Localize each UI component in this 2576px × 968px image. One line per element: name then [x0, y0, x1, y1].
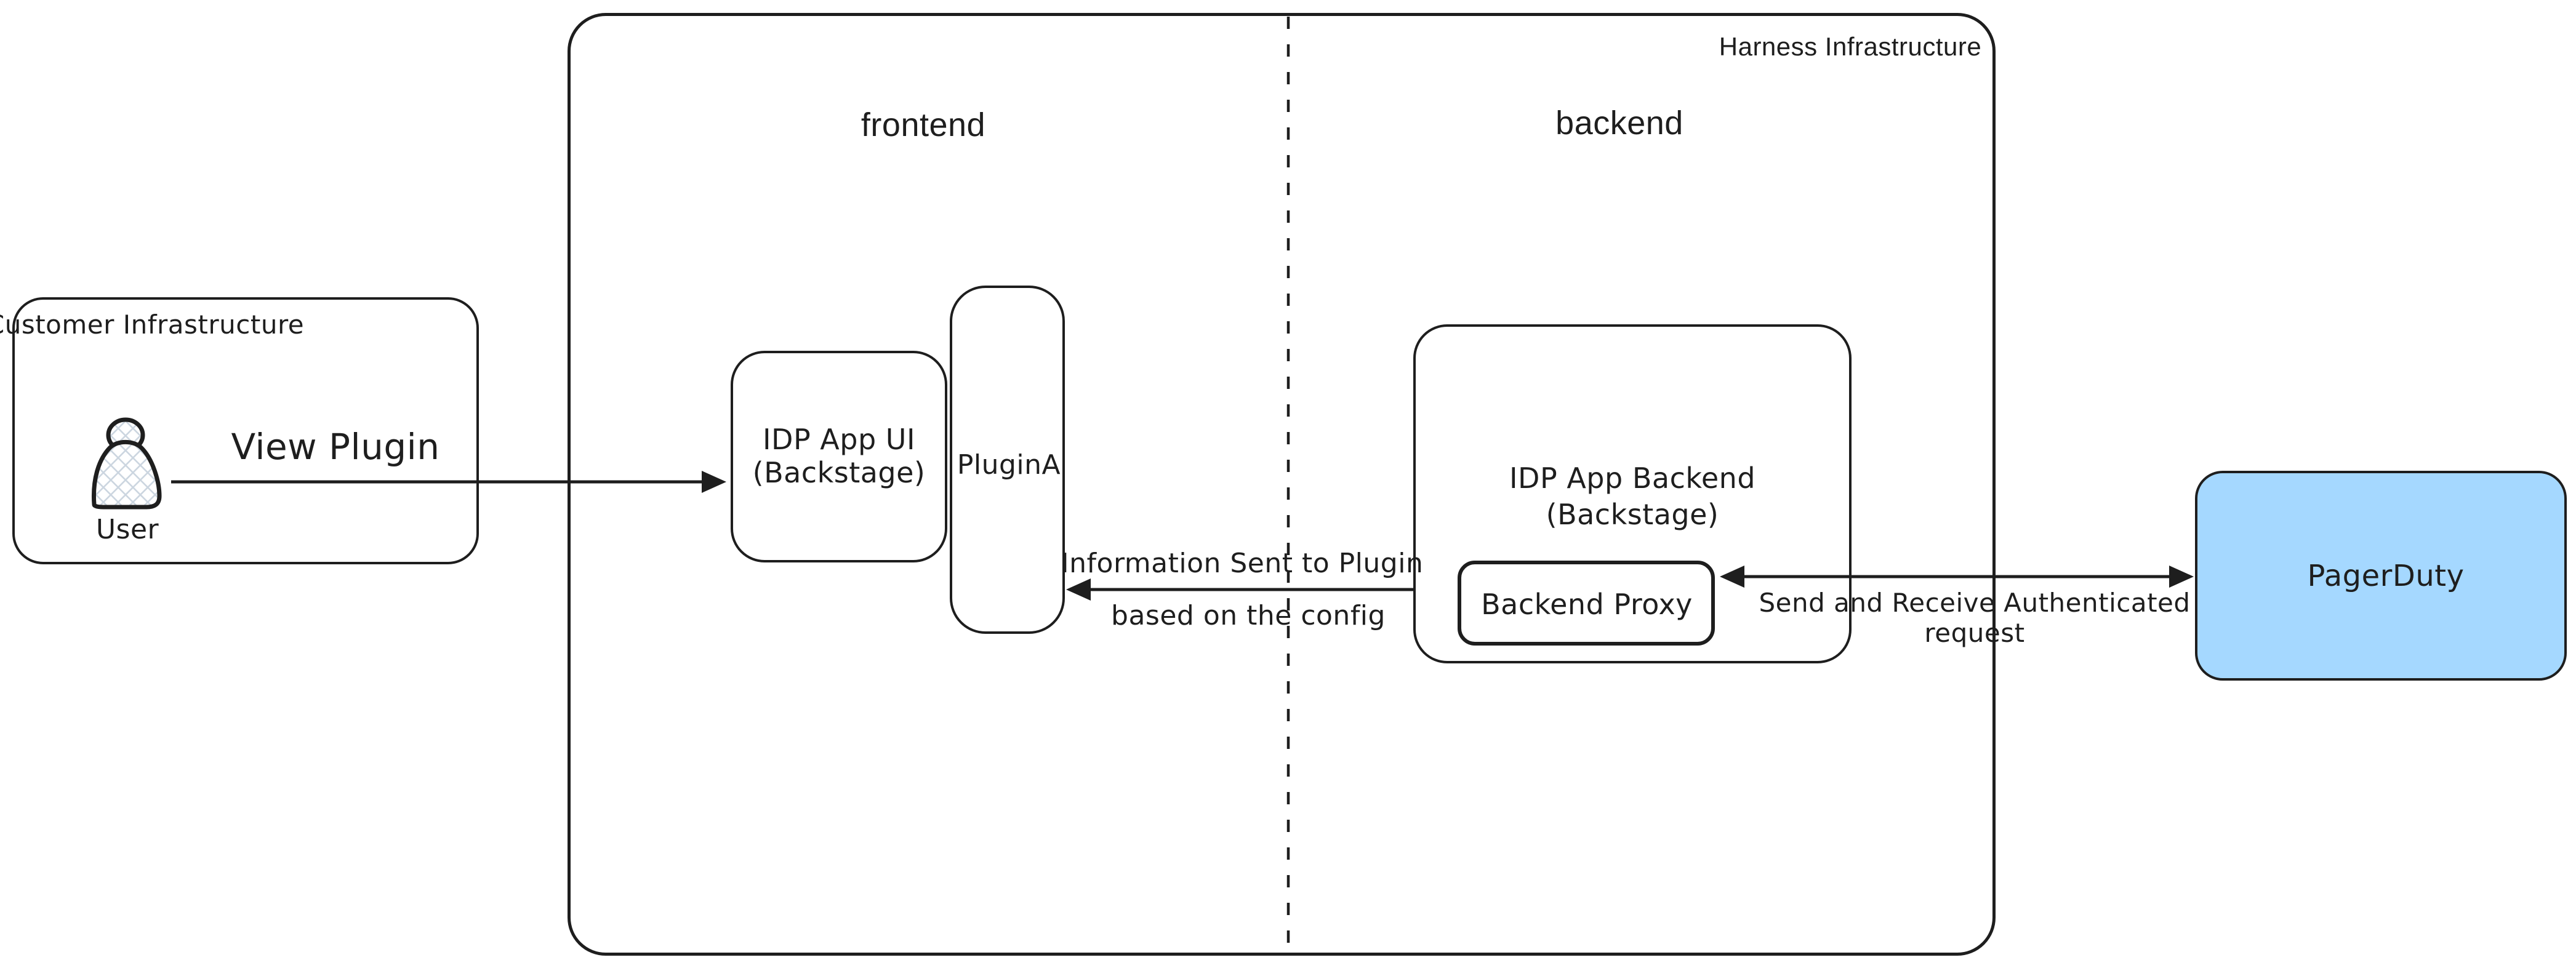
info-arrow-label-line2: based on the config [1111, 600, 1386, 631]
authenticated-request-label-line1: Send and Receive Authenticated [1759, 588, 2191, 618]
view-plugin-arrow-label: View Plugin [231, 426, 440, 468]
idp-app-ui-label-line2: (Backstage) [752, 456, 926, 489]
authenticated-request-label-line2: request [1924, 618, 2025, 648]
backend-proxy-label: Backend Proxy [1481, 588, 1693, 621]
pagerduty-box [2195, 471, 2567, 681]
customer-infrastructure-title: Customer Infrastructure [0, 310, 305, 340]
info-arrow-label-line1: Information Sent to Plugin [1061, 548, 1424, 579]
plugin-a-box [950, 286, 1065, 634]
frontend-section-label: frontend [861, 106, 986, 143]
idp-app-backend-label-line1: IDP App Backend [1509, 462, 1756, 495]
idp-app-ui-box [731, 351, 947, 562]
plugin-a-label: PluginA [957, 449, 1061, 481]
harness-infrastructure-title: Harness Infrastructure [1719, 32, 1982, 61]
pagerduty-label: PagerDuty [2307, 559, 2465, 593]
user-label: User [95, 514, 159, 545]
backend-section-label: backend [1555, 105, 1683, 142]
harness-infrastructure-box [568, 13, 1996, 956]
idp-app-backend-label-line2: (Backstage) [1546, 498, 1719, 531]
customer-infrastructure-box [12, 297, 479, 564]
idp-app-ui-label-line1: IDP App UI [762, 423, 916, 456]
backend-proxy-box [1458, 561, 1715, 646]
